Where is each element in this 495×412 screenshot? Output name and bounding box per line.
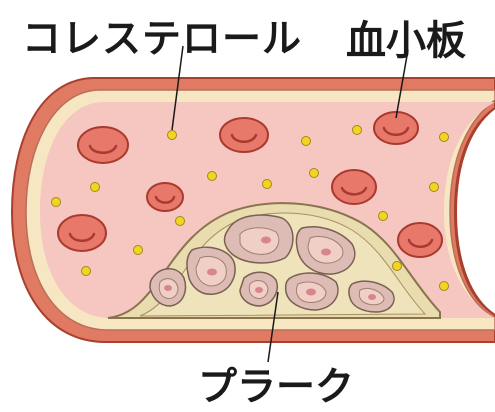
plaque-cell <box>187 247 235 294</box>
red-blood-cell-icon <box>398 223 442 257</box>
red-blood-cell-icon <box>220 118 268 152</box>
red-blood-cell-icon <box>58 215 106 251</box>
red-blood-cell-icon <box>332 170 376 204</box>
platelet-label: 血小板 <box>346 8 466 66</box>
cholesterol-label: コレステロール <box>22 8 302 64</box>
red-blood-cell-icon <box>78 127 128 163</box>
plaque-cell <box>225 215 293 263</box>
plaque-cell <box>240 272 277 306</box>
red-blood-cell-icon <box>147 183 183 211</box>
